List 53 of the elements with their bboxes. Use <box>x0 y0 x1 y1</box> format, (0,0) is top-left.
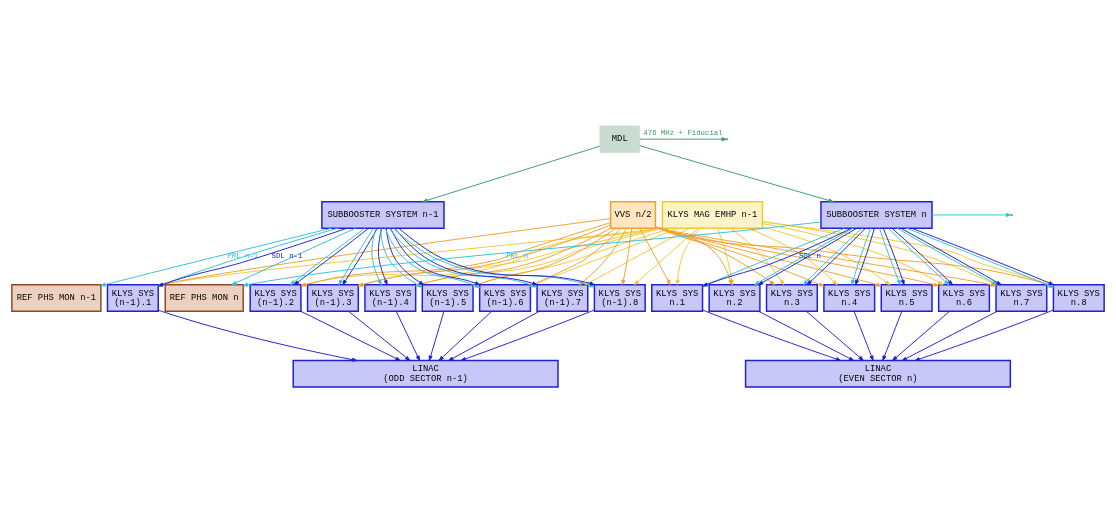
arrow <box>806 310 864 361</box>
node-box: KLYS SYS (n-1).5 <box>421 283 474 312</box>
arrow <box>300 310 401 361</box>
arrow <box>702 309 842 361</box>
node-box: KLYS SYS n.1 <box>651 283 704 312</box>
arrow <box>639 136 727 141</box>
arrow <box>371 227 382 285</box>
arrow <box>675 227 701 285</box>
arrow <box>428 310 445 361</box>
arrow <box>758 310 855 361</box>
arrow <box>633 227 699 285</box>
arrow <box>422 145 601 202</box>
node-box: KLYS SYS n.2 <box>708 283 761 312</box>
arrow <box>853 310 874 361</box>
node-box: KLYS SYS n.5 <box>880 283 933 312</box>
arrow <box>762 226 891 285</box>
arrow <box>914 309 1054 361</box>
node-box: REF PHS MON n <box>164 283 244 312</box>
arrow <box>892 310 950 361</box>
arrow <box>348 310 411 361</box>
arrow <box>747 227 838 285</box>
node-box: KLYS MAG EMHP n-1 <box>661 200 764 229</box>
arrow <box>639 144 834 202</box>
node-box: KLYS SYS (n-1).1 <box>106 283 159 312</box>
arrow <box>901 310 998 361</box>
arrow <box>377 227 388 285</box>
arrow <box>882 310 903 361</box>
node-box: KLYS SYS (n-1).8 <box>593 283 646 312</box>
node-box: REF PHS MON n-1 <box>11 283 102 312</box>
node-box: KLYS SYS (n-1).3 <box>306 283 360 312</box>
node-box: MDL <box>599 125 640 153</box>
arrow <box>231 227 356 285</box>
arrow <box>438 310 493 361</box>
arrow <box>621 227 633 285</box>
node-box: KLYS SYS n.8 <box>1052 283 1105 312</box>
node-box: KLYS SYS (n-1).2 <box>249 283 302 312</box>
node-box: LINAC (EVEN SECTOR n) <box>744 359 1012 388</box>
arrow <box>395 310 421 361</box>
node-box: KLYS SYS n.4 <box>823 283 876 312</box>
arrow <box>639 227 671 285</box>
node-box: KLYS SYS n.7 <box>995 283 1048 312</box>
node-box: VVS n/2 <box>609 200 657 229</box>
arrow <box>460 309 595 361</box>
arrow <box>762 222 944 285</box>
node-box: KLYS SYS n.3 <box>765 283 818 312</box>
node-box: KLYS SYS (n-1).6 <box>478 283 532 312</box>
node-box: KLYS SYS (n-1).4 <box>364 283 417 312</box>
node-box: KLYS SYS (n-1).7 <box>536 283 589 312</box>
arrow <box>448 310 540 361</box>
arrow <box>100 227 332 287</box>
node-box: KLYS SYS n.6 <box>937 283 991 312</box>
node-box: SUBBOOSTER SYSTEM n-1 <box>321 200 445 229</box>
arrow <box>157 309 358 362</box>
